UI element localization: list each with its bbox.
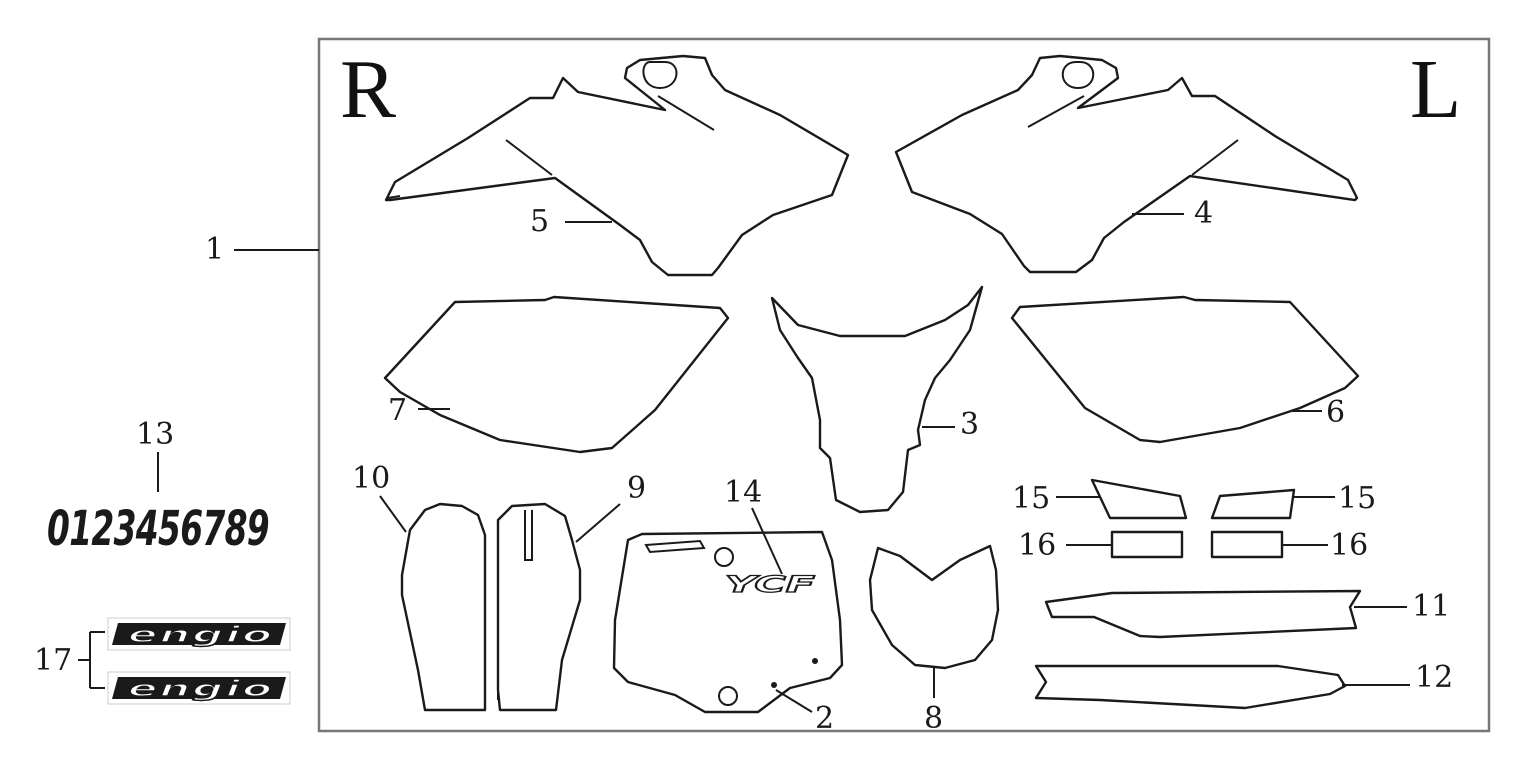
leader-14 [751, 507, 783, 575]
leader-17-bracket [78, 631, 105, 689]
brand-decal-top [107, 617, 291, 651]
callout-11: 11 [1412, 589, 1450, 624]
left-shroud [894, 54, 1359, 274]
number-plate [612, 530, 844, 714]
left-side-label: L [1410, 43, 1461, 136]
callout-4: 4 [1194, 196, 1213, 231]
leader-10 [379, 495, 407, 533]
callout-3: 3 [960, 407, 979, 442]
callout-17: 17 [34, 643, 72, 678]
callout-15-right: 15 [1338, 481, 1376, 516]
brand-decal-bottom-text: engio [128, 677, 274, 702]
callout-16-right: 16 [1330, 528, 1368, 563]
small-sticker-right [1210, 488, 1296, 520]
leader-2 [775, 689, 813, 713]
callout-2: 2 [815, 701, 834, 736]
callout-1: 1 [205, 232, 224, 267]
callout-7: 7 [388, 393, 407, 428]
callout-12: 12 [1415, 660, 1453, 695]
small-sticker-left [1090, 478, 1188, 520]
callout-16-left: 16 [1018, 528, 1056, 563]
callout-10: 10 [352, 461, 390, 496]
right-side-label: R [340, 43, 396, 136]
callout-9: 9 [627, 471, 646, 506]
brand-decal-top-text: engio [128, 623, 274, 648]
front-fender [770, 285, 984, 514]
rect-sticker-left [1110, 530, 1184, 559]
seat-stripe-upper [1044, 589, 1362, 639]
brand-decal-bottom [107, 671, 291, 705]
callout-5: 5 [530, 204, 549, 239]
leader-9 [575, 503, 621, 543]
headlight-mask [868, 544, 1000, 670]
callout-13: 13 [136, 417, 174, 452]
fork-guard-left [496, 502, 582, 712]
digits-sheet: 0123456789 [47, 501, 269, 557]
rect-sticker-right [1210, 530, 1284, 559]
seat-stripe-lower [1034, 664, 1347, 710]
callout-8: 8 [924, 701, 943, 736]
callout-15-left: 15 [1012, 481, 1050, 516]
callout-14: 14 [724, 475, 762, 510]
left-side-panel [1010, 295, 1360, 444]
ycf-logo: YCF [725, 573, 815, 598]
right-side-panel [383, 295, 730, 454]
kit-frame [317, 37, 1491, 733]
right-shroud [384, 54, 850, 277]
callout-6: 6 [1326, 395, 1345, 430]
fork-guard-right [400, 502, 487, 712]
